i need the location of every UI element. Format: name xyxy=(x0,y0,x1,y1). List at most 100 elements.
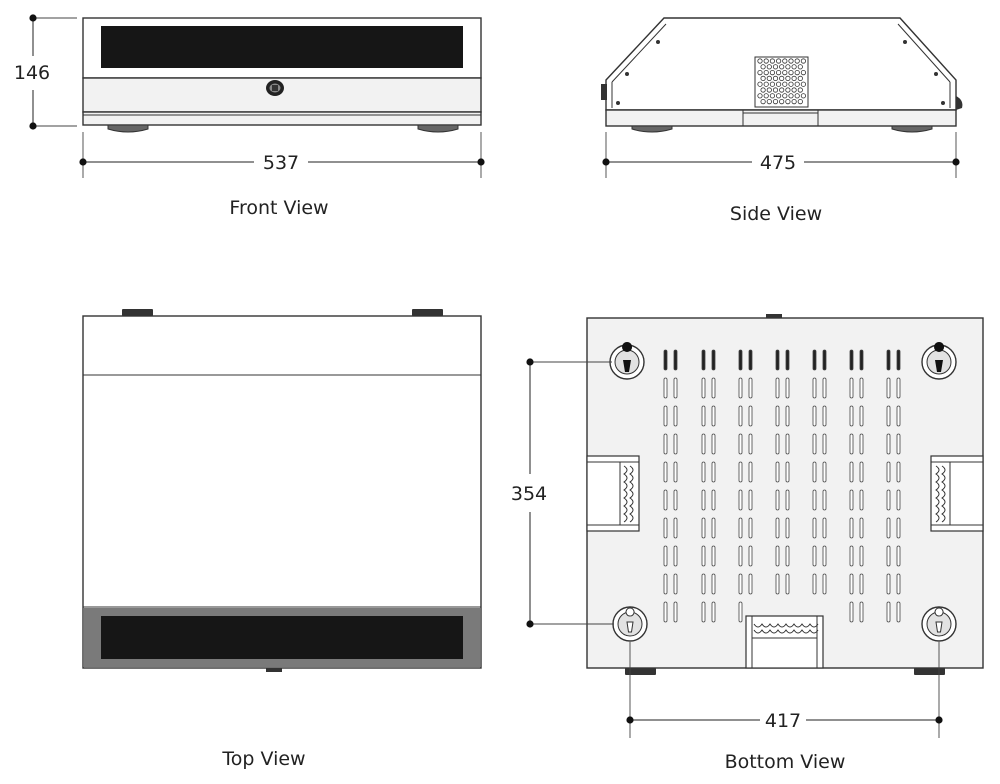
vent-hole xyxy=(797,87,803,93)
vent-slot xyxy=(701,545,706,567)
dimension-point xyxy=(29,122,37,130)
vent-slot xyxy=(886,489,891,511)
vent-slot xyxy=(663,545,668,567)
vent-slot xyxy=(775,433,780,455)
vent-slot xyxy=(748,433,753,455)
vent-hole xyxy=(775,93,782,99)
vent-slot xyxy=(738,461,743,483)
vent-slot xyxy=(822,573,827,595)
vent-slot xyxy=(822,517,827,539)
vent-slot xyxy=(849,433,854,455)
vent-slot xyxy=(701,573,706,595)
vent-slot xyxy=(785,433,790,455)
vent-hole xyxy=(775,81,782,87)
vent-slot xyxy=(785,377,790,399)
vent-hole xyxy=(757,81,763,87)
vent-hole xyxy=(760,87,766,93)
vent-slot xyxy=(711,461,716,483)
vent-slot xyxy=(785,573,790,595)
bottom-vent-slots xyxy=(663,349,901,623)
dimension-point xyxy=(526,620,534,628)
vent-hole xyxy=(769,58,776,64)
vent-slot xyxy=(673,517,678,539)
vent-slot xyxy=(886,405,891,427)
vent-slot xyxy=(859,405,864,427)
vent-slot xyxy=(775,545,780,567)
vent-slot xyxy=(701,377,706,399)
bottom-foot-right xyxy=(914,668,945,675)
vent-hole xyxy=(775,70,782,76)
vent-slot xyxy=(775,489,780,511)
vent-slot xyxy=(886,461,891,483)
vent-hole xyxy=(794,81,800,87)
vent-slot xyxy=(859,517,864,539)
vent-slot xyxy=(812,377,817,399)
vent-slot xyxy=(663,517,668,539)
vent-slot xyxy=(896,461,901,483)
keyhole-mount-bottom-right xyxy=(921,606,957,642)
vent-slot xyxy=(886,517,891,539)
vent-slot xyxy=(673,601,678,623)
vent-hole xyxy=(766,64,772,70)
vent-slot xyxy=(673,349,678,371)
vent-slot xyxy=(896,573,901,595)
vent-slot xyxy=(711,405,716,427)
front-display-window xyxy=(101,26,463,68)
vent-hole xyxy=(782,93,788,99)
vent-slot xyxy=(663,405,668,427)
vent-slot xyxy=(775,405,780,427)
vent-hole xyxy=(772,99,779,105)
vent-hole xyxy=(769,81,776,87)
vent-hole xyxy=(779,75,785,82)
vent-slot xyxy=(785,461,790,483)
vent-slot xyxy=(738,433,743,455)
vent-hole xyxy=(797,99,803,105)
vent-slot xyxy=(886,545,891,567)
top-hinge-right xyxy=(412,309,443,316)
keyhole-mount-bottom-left xyxy=(612,606,648,642)
vent-slot xyxy=(896,405,901,427)
vent-hole xyxy=(785,87,791,93)
vent-slot xyxy=(859,433,864,455)
vent-slot xyxy=(886,377,891,399)
vent-hole xyxy=(766,99,772,105)
vent-slot xyxy=(663,573,668,595)
vent-slot xyxy=(738,377,743,399)
bottom-bracket-right xyxy=(930,455,984,532)
vent-slot xyxy=(859,461,864,483)
top-display-window xyxy=(101,616,463,659)
vent-hole xyxy=(785,64,791,70)
vent-hole xyxy=(794,58,800,64)
vent-hole xyxy=(782,81,788,87)
vent-slot xyxy=(748,517,753,539)
vent-slot xyxy=(711,349,716,371)
vent-slot xyxy=(822,405,827,427)
side-base-plate xyxy=(605,109,957,127)
vent-hole xyxy=(800,81,807,87)
bottom-view: 354 417 Bottom View xyxy=(511,314,984,773)
vent-hole xyxy=(788,93,794,99)
vent-slot xyxy=(886,601,891,623)
vent-hole xyxy=(763,81,769,87)
vent-hole xyxy=(772,64,779,70)
vent-hole xyxy=(760,64,766,70)
vent-slot xyxy=(849,517,854,539)
vent-slot xyxy=(673,377,678,399)
vent-slot xyxy=(738,349,743,371)
side-foot-left xyxy=(631,125,673,133)
vent-slot xyxy=(812,489,817,511)
vent-slot xyxy=(701,405,706,427)
vent-hole xyxy=(785,75,791,82)
vent-slot xyxy=(785,405,790,427)
vent-hole xyxy=(779,64,785,70)
vent-hole xyxy=(779,99,785,105)
dimension-point xyxy=(79,158,87,166)
keyhole-mount-top-left xyxy=(609,342,645,380)
vent-slot xyxy=(896,433,901,455)
vent-slot xyxy=(822,489,827,511)
side-handle-right xyxy=(956,96,963,110)
dimension-point xyxy=(935,716,943,724)
vent-slot xyxy=(711,433,716,455)
vent-hole xyxy=(763,58,769,64)
top-view-title: Top View xyxy=(221,748,305,770)
